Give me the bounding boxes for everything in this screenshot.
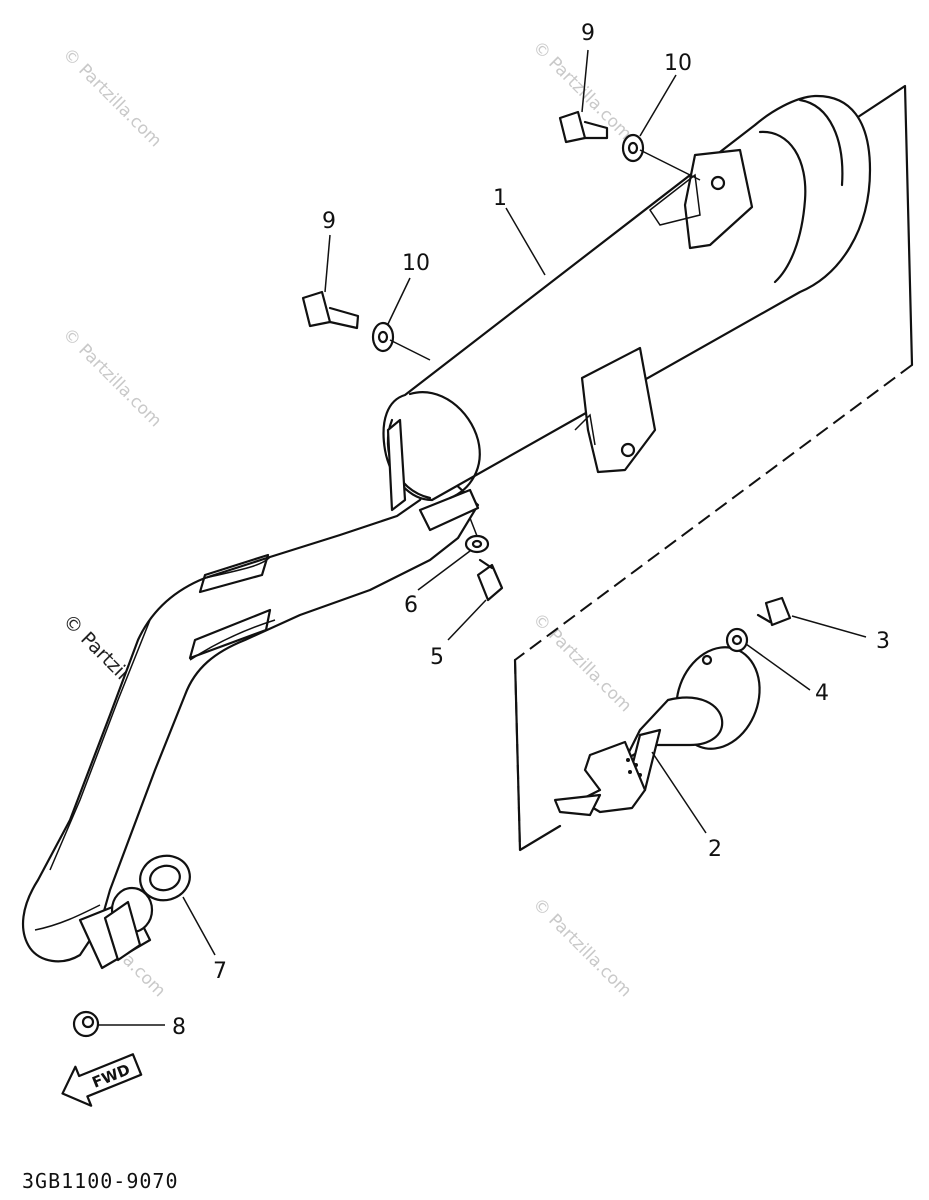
callout-5: 5 (430, 645, 444, 670)
watermark: © Partzilla.com (528, 894, 635, 1001)
mount-washer-lower (371, 321, 395, 353)
exhaust-gasket (139, 854, 191, 902)
forward-arrow: FWD (61, 1053, 143, 1107)
muffler-body (382, 94, 872, 512)
mount-washer-upper (621, 133, 645, 163)
callout-7: 7 (213, 959, 227, 984)
leader-lines (98, 49, 867, 1026)
watermark: © Partzilla.com (528, 609, 635, 716)
arrester-washer (725, 627, 749, 653)
callout-9-upper: 9 (581, 21, 595, 46)
callout-2: 2 (708, 837, 722, 862)
hardware (72, 110, 792, 1038)
callout-1: 1 (493, 186, 507, 211)
callout-8: 8 (172, 1015, 186, 1040)
mount-bolt-lower (301, 290, 332, 328)
callout-10-lower: 10 (402, 251, 430, 276)
callout-9-lower: 9 (322, 209, 336, 234)
clamp-bolt (476, 563, 504, 602)
callout-6: 6 (404, 593, 418, 618)
callouts: 1 2 3 4 5 6 7 8 9 10 9 10 (172, 21, 890, 1040)
exhaust-pipe (22, 466, 480, 963)
mount-bolt-upper (558, 110, 587, 144)
flange-nut (72, 1010, 100, 1038)
part-code: 3GB1100-9070 (22, 1169, 179, 1193)
assembly-frame (513, 84, 914, 852)
clamp-washer (464, 534, 490, 554)
callout-4: 4 (815, 681, 829, 706)
arrester-bolt (764, 596, 792, 627)
callout-10-upper: 10 (664, 51, 692, 76)
watermark: © Partzilla.com (58, 44, 165, 151)
watermark: © Partzilla.com (58, 324, 165, 431)
callout-3: 3 (876, 629, 890, 654)
spark-arrester (553, 646, 761, 817)
watermarks: © Partzilla.com © Partzilla.com © Partzi… (58, 37, 635, 1001)
